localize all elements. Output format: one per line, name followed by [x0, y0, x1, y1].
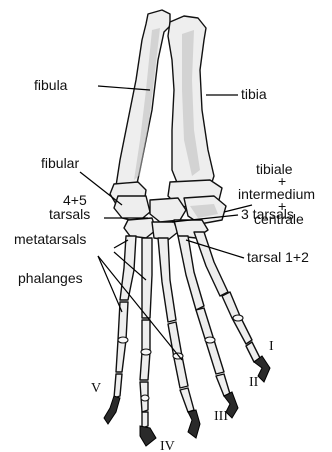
digit-label-V: V — [91, 381, 101, 396]
digit-label-I: I — [269, 339, 274, 354]
digit-i-phalanges — [222, 292, 270, 382]
digit-ii-phalanges — [196, 308, 238, 418]
digit-iv-phalanges — [140, 320, 156, 446]
tibia-bone — [168, 16, 222, 208]
leader-tarsal-12 — [186, 240, 244, 258]
label-fibular: fibular — [41, 155, 79, 171]
digit-iii-phalanges — [168, 322, 200, 438]
digit-label-IV: IV — [160, 439, 175, 452]
digit-v-phalanges — [104, 302, 128, 424]
label-intermedium: intermedium — [238, 186, 315, 202]
label-3-tarsals: 3 tarsals — [241, 206, 294, 222]
bone-illustration — [104, 10, 270, 446]
label-tibiale: tibiale — [256, 161, 293, 177]
label-tarsal-12: tarsal 1+2 — [247, 249, 309, 265]
label-fibula: fibula — [34, 77, 68, 93]
digit-label-III: III — [214, 409, 228, 424]
label-phalanges: phalanges — [18, 270, 83, 286]
leader-phalanges-a — [98, 256, 122, 312]
label-metatarsals: metatarsals — [14, 231, 86, 247]
fibula-bone — [110, 10, 170, 208]
metatarsals-bones — [120, 232, 228, 322]
label-tibia: tibia — [241, 86, 267, 102]
digit-label-II: II — [249, 375, 259, 390]
label-45-tarsals-line2: tarsals — [49, 206, 90, 222]
